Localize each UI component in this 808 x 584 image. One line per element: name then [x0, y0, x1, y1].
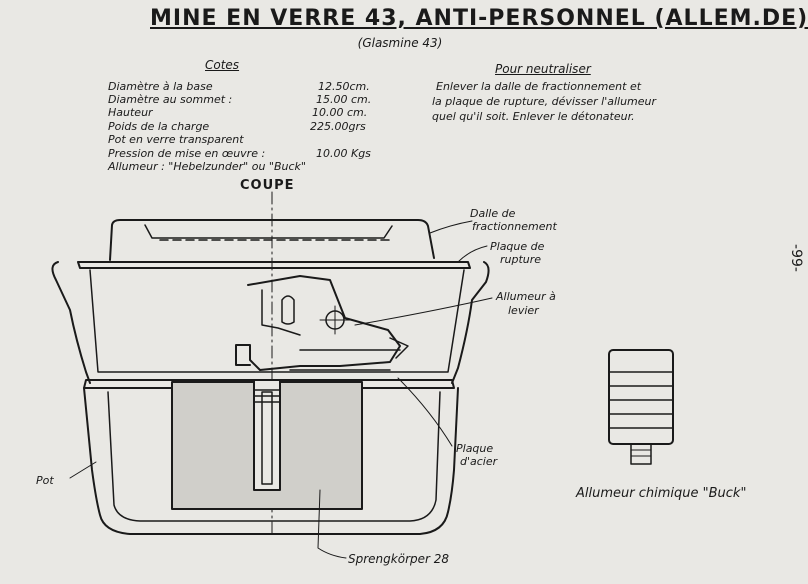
rupture-plate: [77, 261, 471, 269]
spec-value: 15.00 cm.: [316, 93, 372, 106]
label-allumeur-levier: Allumeur à: [496, 290, 556, 303]
label-sprengkorper: Sprengkörper 28: [348, 552, 450, 566]
fractionation-slab: [109, 219, 435, 261]
upper-pot-right: [451, 261, 490, 384]
spec-label: Diamètre à la base: [108, 80, 213, 93]
neutralize-heading: Pour neutraliser: [495, 62, 591, 76]
lower-pot: [83, 387, 459, 535]
neutralize-line: Enlever la dalle de fractionnement et: [436, 80, 642, 93]
spec-label: Pression de mise en œuvre :: [108, 147, 266, 160]
label-pot: Pot: [36, 474, 54, 487]
label-plaque-rupture: rupture: [500, 253, 542, 266]
buck-igniter: [608, 349, 674, 445]
label-buck: Allumeur chimique "Buck": [576, 486, 747, 501]
label-plaque-acier: Plaque: [456, 442, 494, 455]
specs-heading: Cotes: [205, 58, 240, 72]
label-dalle: Dalle de: [470, 207, 516, 220]
section-label: COUPE: [240, 178, 295, 193]
label-plaque-acier: d'acier: [460, 455, 498, 468]
spec-value: 225.00grs: [310, 120, 366, 133]
label-allumeur-levier: levier: [508, 304, 539, 317]
page-subtitle: (Glasmine 43): [357, 36, 443, 50]
neutralize-line: la plaque de rupture, dévisser l'allumeu…: [432, 95, 657, 108]
lever-igniter: [235, 275, 401, 371]
spec-label: Diamètre au sommet :: [108, 93, 233, 106]
spec-label: Poids de la charge: [108, 120, 210, 133]
label-plaque-rupture: Plaque de: [490, 240, 545, 253]
spec-label: Hauteur: [108, 106, 153, 119]
page-number: -99-: [787, 244, 804, 272]
label-dalle: fractionnement: [472, 220, 557, 233]
upper-pot-left: [51, 261, 91, 384]
neutralize-line: quel qu'il soit. Enlever le détonateur.: [432, 110, 635, 123]
spec-value: 12.50cm.: [318, 80, 370, 93]
spec-label: Pot en verre transparent: [108, 133, 244, 146]
spec-value: 10.00 cm.: [312, 106, 368, 119]
spec-value: 10.00 Kgs: [316, 147, 371, 160]
steel-plate: [83, 379, 455, 389]
spec-label: Allumeur : "Hebelzunder" ou "Buck": [108, 160, 306, 173]
